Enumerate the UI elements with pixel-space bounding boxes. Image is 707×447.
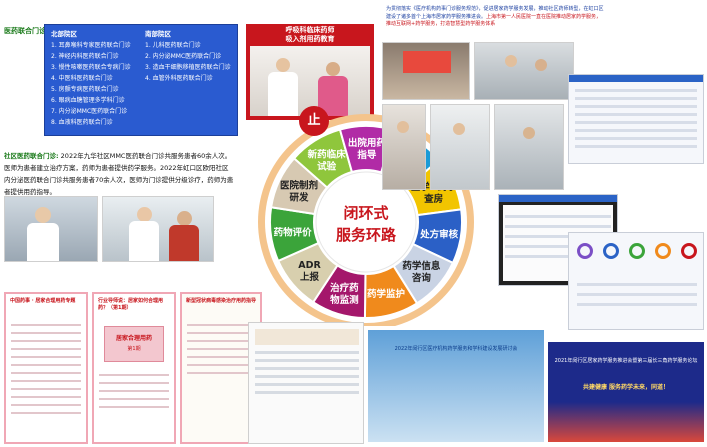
north-campus-title: 北部院区	[51, 30, 77, 38]
ring-center-line2: 服务环路	[336, 226, 397, 244]
pharmacist-caption: 呼吸科临床药师吸入剂用药教育	[285, 26, 335, 43]
article-collage	[248, 322, 364, 444]
article-card-2: 行业导师说：居家如何合理用药？（第1期） 居家合理用药 第1期	[92, 292, 176, 444]
clinic-panel: 北部院区 1. 耳鼻喉科专家医药联合门诊 2. 神经内科医药联合门诊 3. 慢性…	[44, 24, 238, 136]
south-campus-list: 南部院区 1. 儿科医药联合门诊 2. 内分泌MMC医药联合门诊 3. 造血干细…	[145, 29, 237, 84]
conference-banner-1: 2022年闵行区医疗机构药学服务和学科建设发展研讨会	[368, 330, 544, 442]
clinic-item: 1. 儿科医药联合门诊	[145, 42, 201, 49]
community-text: 社区医药联合门诊: 2022年九华社区MMC医药联合门诊共服务患者60余人次。医…	[4, 150, 234, 198]
clinic-item: 2. 内分泌MMC医药联合门诊	[145, 53, 222, 60]
ring-segment-label: 物监测	[330, 294, 359, 306]
community-photo-1	[4, 196, 98, 262]
article-badge-sub: 第1期	[127, 346, 141, 352]
ring-segment-label: 出院用药	[348, 137, 387, 149]
article-badge-title: 居家合理用药	[115, 335, 152, 342]
ring-segment-label: 治疗药	[330, 282, 359, 294]
clinic-item: 3. 慢性咳嗽医药联合专病门诊	[51, 64, 131, 71]
community-photo-2	[102, 196, 214, 262]
right-intro-part2: 上海市第一人民医院一直在医院推动居家药学服务，推动互联网+药学服务，打造智慧型药…	[386, 13, 602, 28]
stop-badge: 止	[299, 106, 329, 136]
ring-segment-label: 药物评价	[274, 227, 313, 239]
north-campus-list: 北部院区 1. 耳鼻喉科专家医药联合门诊 2. 神经内科医药联合门诊 3. 慢性…	[51, 29, 141, 128]
ring-segment-label: 上报	[300, 271, 320, 283]
clinic-item: 7. 内分泌MMC医药联合门诊	[51, 108, 128, 115]
ring-segment-label: 药学监护	[367, 288, 405, 300]
ring-segment-label: 药学信息	[402, 260, 441, 272]
conference-banner-2: 2021年闵行区居家药学服务推进会暨第三届长三角药学服务论坛 共建健康 服务药学…	[548, 342, 704, 442]
clinic-item: 8. 血液科医药联合门诊	[51, 119, 113, 126]
article-title-1: 中国药事 · 居家合理用药专题	[10, 298, 76, 304]
clinic-tag: 医药联合门诊:	[4, 27, 49, 35]
clinic-item: 6. 眼病血糖管理多学科门诊	[51, 97, 125, 104]
pharmacy-photo-2	[430, 104, 490, 190]
ring-segment-label: 医院制剂	[280, 180, 318, 192]
pharmacy-photo-3	[494, 104, 564, 190]
clinic-item: 5. 房颤专病医药联合门诊	[51, 86, 119, 93]
article-badge: 居家合理用药 第1期	[104, 326, 164, 362]
ring-segment-label: 试验	[317, 160, 337, 172]
ring-segment-label: 咨询	[412, 272, 432, 284]
article-title-2: 行业导师说：居家如何合理用药？（第1期）	[98, 298, 164, 311]
meeting-photo-2	[474, 42, 574, 100]
clinic-item: 2. 神经内科医药联合门诊	[51, 53, 119, 60]
pharmacy-photo-1	[382, 104, 426, 190]
ring-center-line1: 闭环式	[343, 204, 388, 222]
south-campus-title: 南部院区	[145, 30, 171, 38]
clinic-item: 4. 血管外科医药联合门诊	[145, 75, 213, 82]
right-intro-text: 为贯彻落实《医疗机构药事门诊服务规范》，促进居家药学服务发展，推动社区药师转型，…	[386, 6, 606, 29]
ring-segment-label: 研发	[290, 192, 310, 204]
article-title-3: 新型冠状病毒感染治疗用药指导	[186, 298, 257, 304]
ring-segment-label: 处方审核	[419, 228, 459, 240]
conference-slogan: 共建健康 服务药学未来，同道！	[582, 384, 670, 391]
ring-center	[315, 171, 417, 273]
pharmacist-education-photo: 呼吸科临床药师吸入剂用药教育	[246, 24, 374, 120]
clinic-item: 4. 中医科医药联合门诊	[51, 75, 113, 82]
conference-title-2: 2021年闵行区居家药学服务推进会暨第三届长三角药学服务论坛	[554, 358, 698, 364]
right-intro-part1: 为贯彻落实《医疗机构药事门诊服务规范》，促进居家药学服务发展，推动社区药师转型，…	[386, 6, 604, 20]
service-icons-panel	[568, 232, 704, 330]
article-card-1: 中国药事 · 居家合理用药专题	[4, 292, 88, 444]
community-body: 2022年九华社区MMC医药联合门诊共服务患者60余人次。医师为患者建立治疗方案…	[4, 152, 234, 196]
meeting-photo-1	[382, 42, 470, 100]
clinic-item: 3. 造血干细胞移植医药联合门诊	[145, 64, 231, 71]
clinic-item: 1. 耳鼻喉科专家医药联合门诊	[51, 42, 131, 49]
ring-segment-label: ADR	[298, 260, 321, 271]
ring-segment-label: 新药临床	[308, 148, 347, 160]
ring-segment-label: 查房	[423, 193, 443, 205]
system-screenshot-1	[568, 74, 704, 164]
conference-title-1: 2022年闵行区医疗机构药学服务和学科建设发展研讨会	[394, 346, 518, 352]
ring-segment-label: 指导	[357, 149, 377, 161]
community-label: 社区医药联合门诊:	[4, 152, 59, 160]
